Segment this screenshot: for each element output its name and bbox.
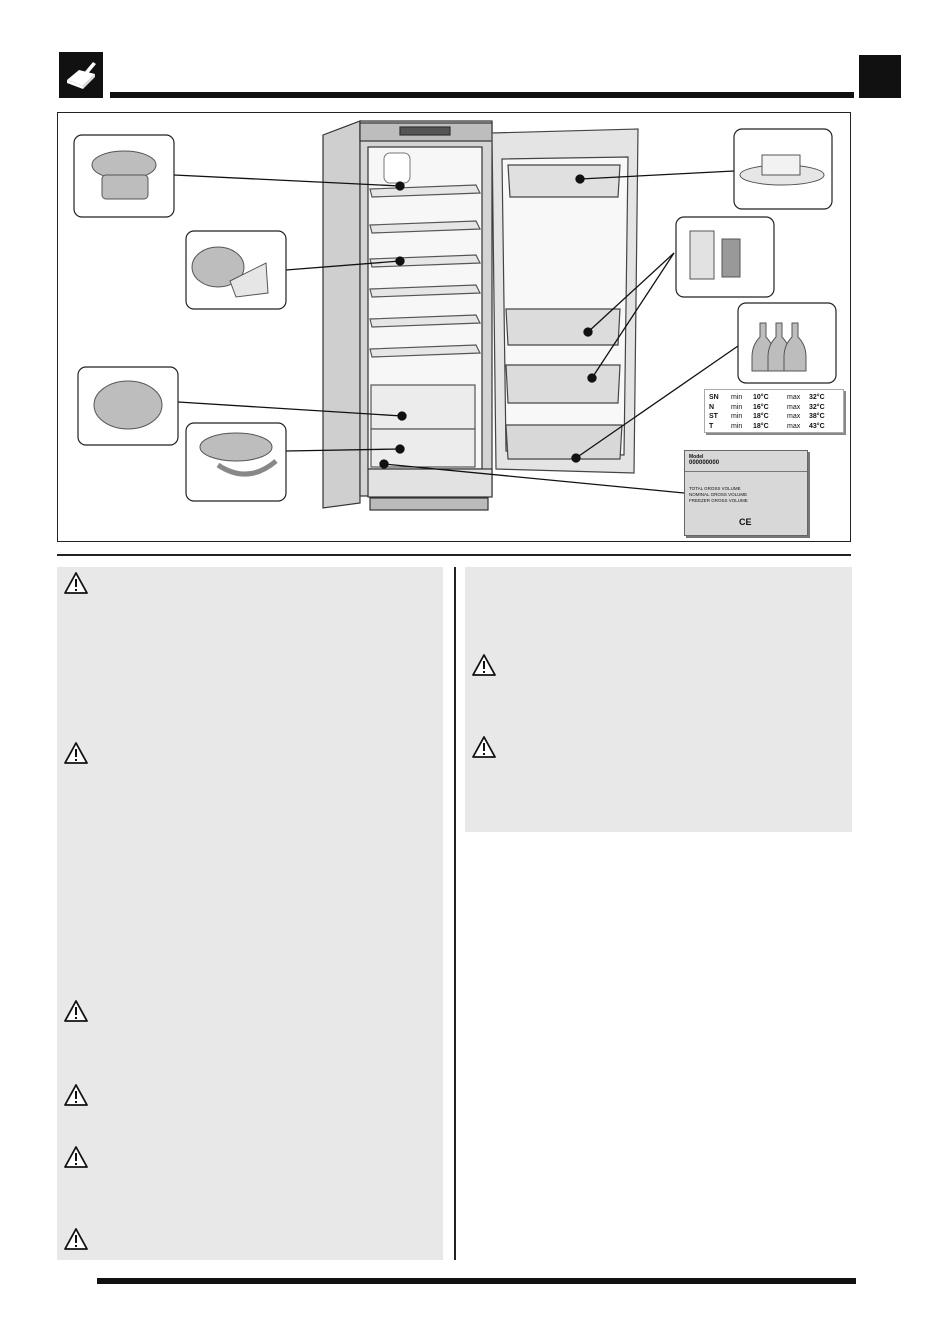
- column-divider: [454, 567, 456, 1260]
- plate-line: TOTAL GROSS VOLUME: [689, 486, 741, 491]
- warning-triangle-icon: [63, 1227, 89, 1251]
- warning-triangle-icon: [63, 1083, 89, 1107]
- model-number: 000000000: [689, 460, 720, 466]
- warning-triangle-icon: [63, 999, 89, 1023]
- header-rule: [110, 92, 854, 98]
- warning-triangle-icon: [63, 1145, 89, 1169]
- fridge-door: [491, 128, 639, 474]
- ce-mark: CE: [739, 517, 752, 527]
- warning-triangle-icon: [471, 653, 497, 677]
- plate-line: FREEZER GROSS VOLUME: [689, 498, 748, 503]
- language-tab: [859, 55, 901, 98]
- warning-triangle-icon: [63, 571, 89, 595]
- model-label: Model: [689, 454, 704, 460]
- section-rule: [57, 554, 851, 556]
- warning-triangle-icon: [63, 741, 89, 765]
- footer-rule: [97, 1278, 856, 1284]
- right-warnings-panel: [465, 567, 852, 832]
- left-warnings-panel: [57, 567, 443, 1260]
- rating-plate: Model 000000000 TOTAL GROSS VOLUME NOMIN…: [684, 450, 808, 536]
- book-icon: [59, 52, 103, 98]
- warning-triangle-icon: [471, 735, 497, 759]
- plate-line: NOMINAL GROSS VOLUME: [689, 492, 748, 497]
